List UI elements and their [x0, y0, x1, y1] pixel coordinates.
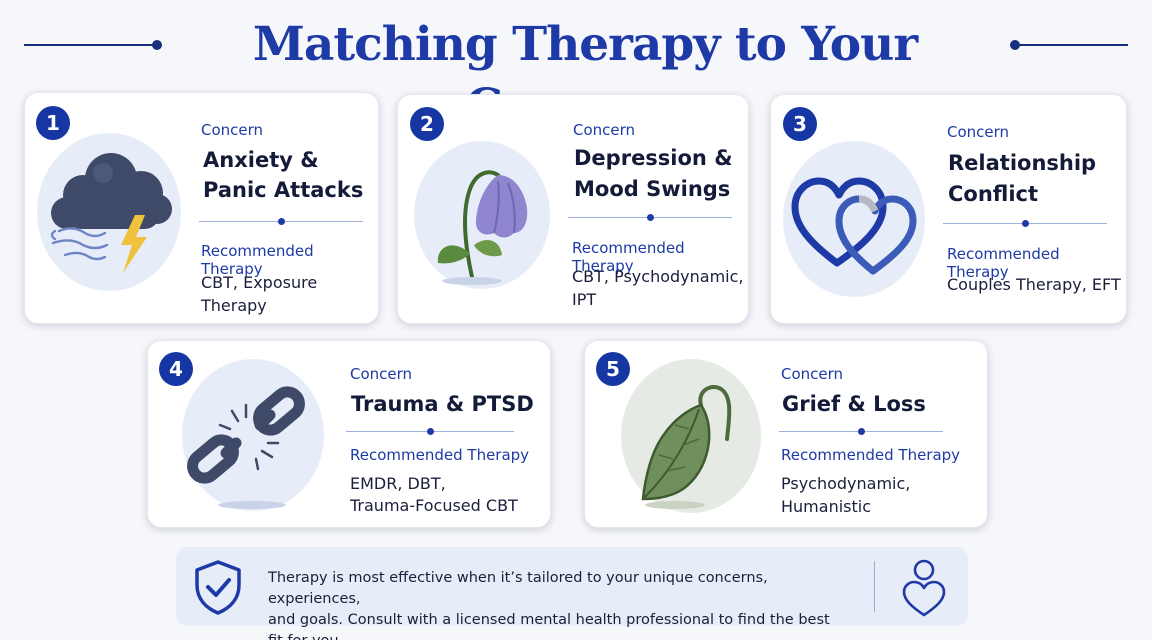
shield-check-icon: [192, 559, 244, 615]
therapy-line1: Couples Therapy, EFT: [947, 275, 1121, 294]
concern-title-line2: Panic Attacks: [203, 178, 364, 202]
concern-card-depression: 2 Concern Depression & Mood Swings Recom…: [397, 94, 749, 324]
card-number-badge: 3: [783, 107, 817, 141]
footer-divider: [874, 561, 875, 612]
concern-label: Concern: [947, 123, 1010, 141]
person-heart-icon: [900, 557, 948, 619]
card-number-badge: 5: [596, 352, 630, 386]
concern-label: Concern: [781, 365, 844, 383]
concern-card-grief: 5 Concern Grief & Loss Recommended Thera…: [584, 340, 988, 528]
card-divider: [346, 428, 514, 435]
recommended-label: Recommended Therapy: [781, 446, 961, 464]
card-number-badge: 4: [159, 352, 193, 386]
concern-label: Concern: [573, 121, 636, 139]
therapy-line1: CBT, Exposure Therapy: [201, 273, 318, 315]
card-divider: [779, 428, 943, 435]
broken-chain-icon: [182, 359, 324, 511]
therapy-line2: Trauma-Focused CBT: [350, 496, 518, 515]
withered-leaf-icon: [621, 359, 761, 513]
concern-title-line1: Depression &: [574, 146, 733, 170]
title-dot-left: [152, 40, 162, 50]
card-divider: [568, 214, 732, 221]
footer-text: Therapy is most effective when it’s tail…: [268, 568, 848, 640]
card-number-badge: 1: [36, 106, 70, 140]
recommended-label: Recommended Therapy: [572, 239, 685, 275]
title-rule-right: [1014, 44, 1128, 46]
therapy-line1: EMDR, DBT,: [350, 474, 446, 493]
recommended-label: Recommended Therapy: [350, 446, 530, 464]
concern-label: Concern: [201, 121, 264, 139]
concern-title-line2: Conflict: [948, 182, 1039, 206]
concern-title-line1: Trauma & PTSD: [351, 392, 534, 416]
storm-cloud-icon: [37, 133, 181, 291]
wilted-flower-icon: [414, 141, 550, 289]
recommended-label: Recommended Therapy: [201, 242, 314, 278]
footer-text-line2: and goals. Consult with a licensed menta…: [268, 612, 830, 640]
concern-title-line2: Mood Swings: [574, 177, 731, 201]
card-number-badge: 2: [410, 107, 444, 141]
card-divider: [199, 218, 363, 225]
concern-title-line1: Grief & Loss: [782, 392, 926, 416]
title-rule-left: [24, 44, 156, 46]
card-divider: [943, 220, 1107, 227]
concern-label: Concern: [350, 365, 413, 383]
linked-hearts-icon: [783, 141, 925, 297]
footer-text-line1: Therapy is most effective when it’s tail…: [268, 570, 768, 607]
footer-note: Therapy is most effective when it’s tail…: [176, 547, 968, 640]
therapy-line1: Psychodynamic,: [781, 474, 911, 493]
therapy-line2: Humanistic: [781, 497, 871, 516]
therapy-line2: IPT: [572, 290, 597, 309]
title-row: Matching Therapy to Your Concerns: [0, 14, 1152, 134]
concern-card-relationship: 3 Concern Relationship Conflict Recommen…: [770, 94, 1127, 324]
recommended-label: Recommended Therapy: [947, 245, 1060, 281]
concern-title-line1: Relationship: [948, 151, 1097, 175]
therapy-line1: CBT, Psychodynamic,: [572, 267, 744, 286]
concern-title-line1: Anxiety &: [203, 148, 319, 172]
concern-card-trauma: 4 Concern Trauma & PTSD Recommended Ther…: [147, 340, 551, 528]
concern-card-anxiety: 1 Concern Anxiety & Panic Attacks Recomm…: [24, 92, 379, 324]
